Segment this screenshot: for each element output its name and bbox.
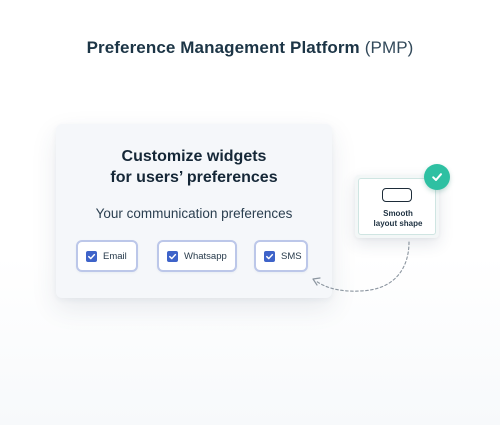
preferences-widget-card: Customize widgets for users’ preferences… — [56, 124, 332, 298]
sms-option[interactable]: SMS — [254, 240, 308, 272]
page-title-main: Preference Management Platform — [86, 38, 360, 57]
layout-shape-label-line-1: Smooth — [383, 209, 413, 218]
layout-shape-card: Smooth layout shape — [355, 175, 439, 238]
layout-shape-label-line-2: layout shape — [373, 219, 423, 228]
email-option-label: Email — [103, 250, 127, 262]
widget-heading-line-2: for users’ preferences — [110, 169, 278, 186]
layout-shape-card-inner: Smooth layout shape — [358, 178, 436, 235]
checkmark-icon — [432, 173, 442, 181]
whatsapp-option-label: Whatsapp — [184, 250, 227, 262]
widget-heading: Customize widgets for users’ preferences — [56, 146, 332, 188]
checkmark-icon — [266, 253, 274, 259]
whatsapp-option[interactable]: Whatsapp — [157, 240, 237, 272]
widget-heading-line-1: Customize widgets — [121, 148, 267, 165]
page-title: Preference Management Platform(PMP) — [0, 38, 500, 58]
rounded-rectangle-icon — [382, 188, 412, 202]
email-option[interactable]: Email — [76, 240, 138, 272]
success-check-icon — [424, 164, 450, 190]
layout-shape-label: Smooth layout shape — [359, 209, 437, 229]
checkmark-icon — [169, 253, 177, 259]
page-title-abbreviation: (PMP) — [364, 38, 414, 57]
email-checkbox[interactable] — [86, 250, 97, 262]
communication-preferences-label: Your communication preferences — [95, 206, 293, 221]
checkmark-icon — [88, 253, 96, 259]
sms-option-label: SMS — [281, 250, 302, 262]
whatsapp-checkbox[interactable] — [167, 250, 178, 262]
sms-checkbox[interactable] — [264, 250, 275, 262]
channel-options: Email Whatsapp SMS — [76, 240, 316, 278]
